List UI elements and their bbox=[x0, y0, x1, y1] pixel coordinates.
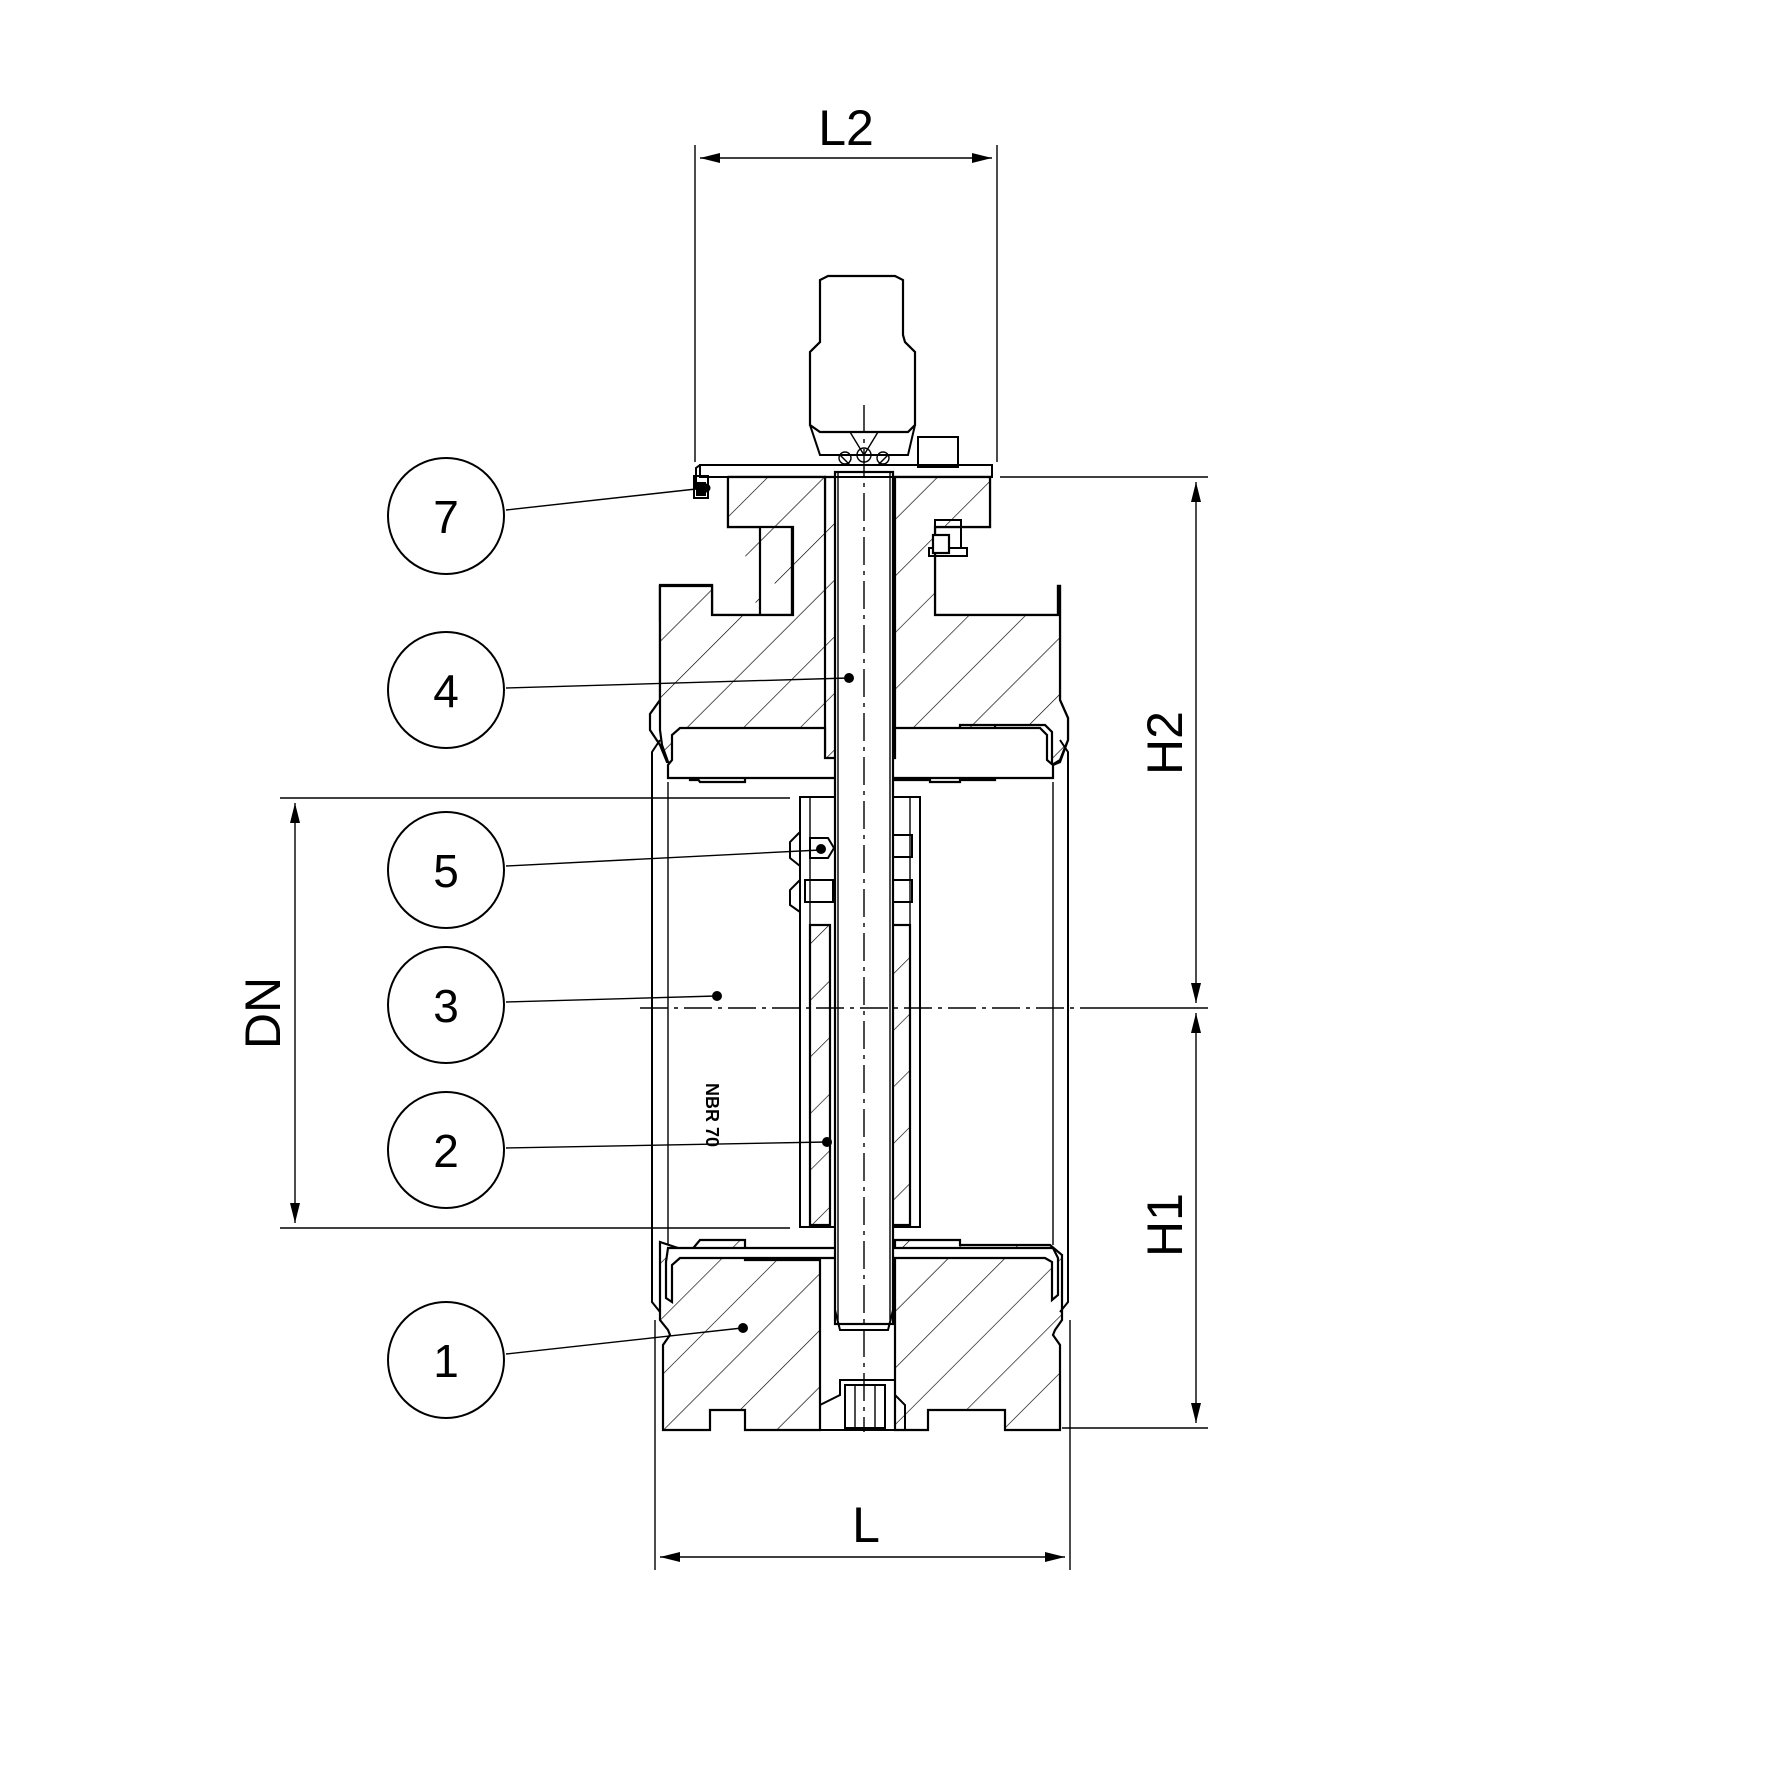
side-nut bbox=[928, 519, 968, 557]
dim-label-h2: H2 bbox=[1137, 711, 1193, 775]
balloon-label-5: 5 bbox=[433, 845, 459, 897]
dim-label-h1: H1 bbox=[1137, 1193, 1193, 1257]
dim-label-dn: DN bbox=[235, 977, 291, 1049]
dimension-l: L bbox=[654, 1320, 1071, 1570]
liner bbox=[651, 739, 1069, 1313]
balloon-label-7: 7 bbox=[433, 491, 459, 543]
balloon-5: 5 bbox=[387, 811, 826, 929]
stem-head bbox=[808, 274, 917, 466]
disc bbox=[789, 796, 921, 1228]
dimension-dn: DN bbox=[235, 797, 790, 1229]
seat-marking-text: NBR 70 bbox=[702, 1083, 722, 1147]
balloon-2: 2 bbox=[387, 1091, 832, 1209]
lower-body bbox=[658, 1238, 1064, 1432]
dim-label-l2: L2 bbox=[818, 100, 874, 156]
balloon-1: 1 bbox=[387, 1301, 748, 1419]
balloon-label-4: 4 bbox=[433, 665, 459, 717]
dimension-h2: H2 bbox=[1000, 476, 1208, 1009]
centerlines bbox=[640, 405, 1080, 1432]
balloon-7: 7 bbox=[387, 457, 711, 575]
upper-body bbox=[658, 475, 1070, 784]
dimension-h1: H1 bbox=[1062, 1013, 1208, 1429]
balloon-label-1: 1 bbox=[433, 1335, 459, 1387]
balloon-label-2: 2 bbox=[433, 1125, 459, 1177]
balloon-3: 3 bbox=[387, 946, 722, 1064]
balloon-label-3: 3 bbox=[433, 980, 459, 1032]
bottom-plug bbox=[819, 1379, 906, 1431]
dim-label-l: L bbox=[852, 1497, 880, 1553]
dimension-l2: L2 bbox=[694, 100, 998, 462]
balloon-4: 4 bbox=[387, 631, 854, 749]
seat-marking: NBR 70 bbox=[702, 1083, 722, 1147]
